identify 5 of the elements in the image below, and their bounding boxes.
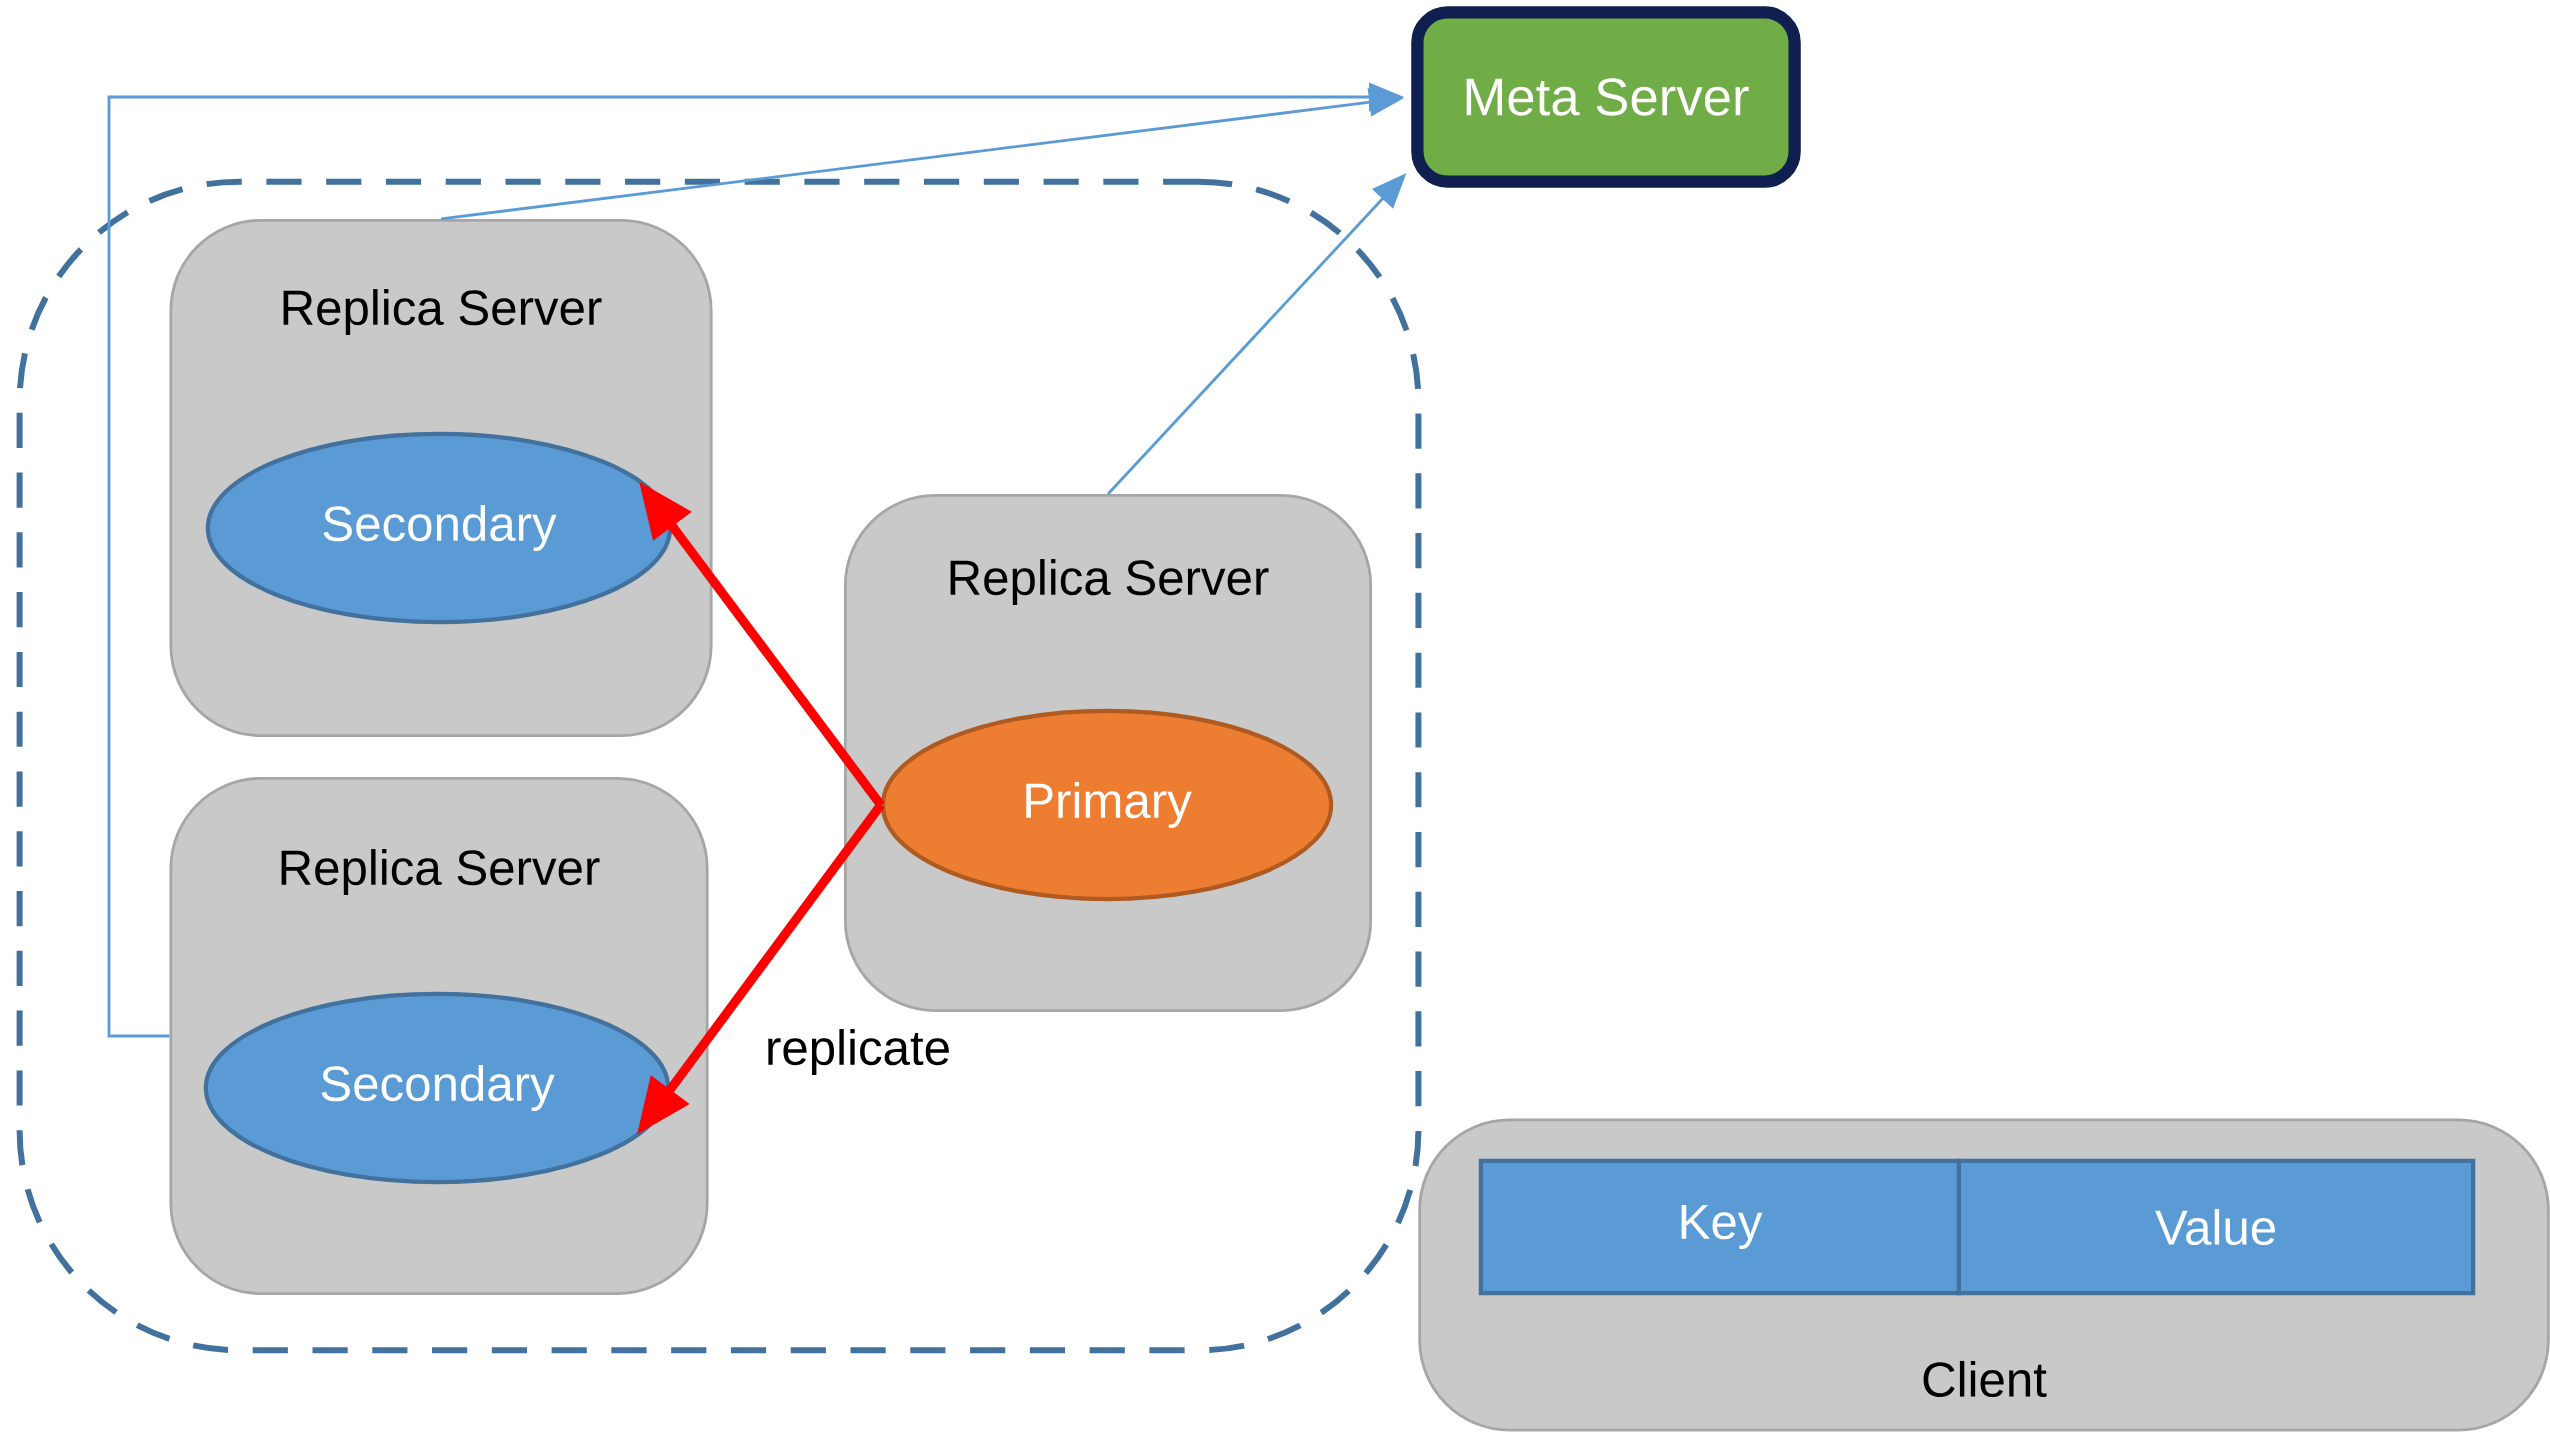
server-box: Meta Server	[1411, 6, 1801, 188]
edge-label: replicate	[757, 1022, 959, 1082]
table-cell: Value	[1956, 1158, 2476, 1296]
dashed-group-outline	[16, 178, 1422, 1354]
table-cell: Key	[1478, 1158, 1962, 1296]
